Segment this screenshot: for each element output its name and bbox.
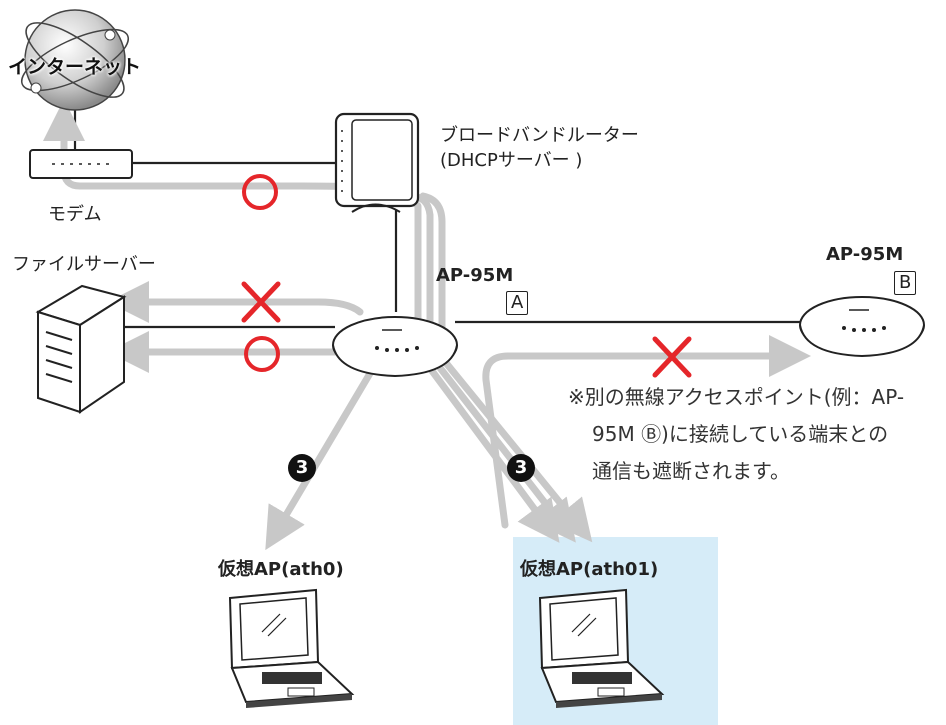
step-marker: 3 <box>507 454 535 482</box>
router-icon <box>334 112 420 213</box>
ap-a-badge: A <box>506 291 529 315</box>
ap-b-name: AP-95M <box>826 244 904 265</box>
circle-mark-icon <box>244 336 280 372</box>
internet-label: インターネット <box>8 56 142 78</box>
laptop-icon <box>228 588 355 708</box>
modem-icon <box>29 149 133 179</box>
note-line-1: ※別の無線アクセスポイント(例：AP- <box>568 385 905 409</box>
ap-a-badge-text: A <box>506 291 529 315</box>
access-point-icon <box>332 316 458 378</box>
file-server-label: ファイルサーバー <box>12 254 156 275</box>
access-point-icon <box>799 296 925 358</box>
vap-right-label: 仮想AP(ath01) <box>520 559 659 580</box>
router-sublabel: (DHCPサーバー ) <box>440 150 583 171</box>
router-label: ブロードバンドルーター <box>440 125 639 146</box>
laptop-icon <box>538 588 665 708</box>
circle-mark-icon <box>242 174 278 210</box>
note-line-2: 95M Ⓑ)に接続している端末との <box>592 422 889 446</box>
ap-b-badge: B <box>894 271 917 295</box>
modem-label: モデム <box>48 204 102 225</box>
ap-b-badge-text: B <box>894 271 917 295</box>
ap-a-name: AP-95M <box>436 265 514 286</box>
cross-mark-icon <box>652 336 692 378</box>
globe-icon <box>21 9 129 111</box>
vap-left-label: 仮想AP(ath0) <box>218 559 344 580</box>
note-line-3: 通信も遮断されます。 <box>592 459 790 483</box>
file-server-icon <box>35 284 127 414</box>
step-marker: 3 <box>288 454 316 482</box>
cross-mark-icon <box>241 281 281 323</box>
